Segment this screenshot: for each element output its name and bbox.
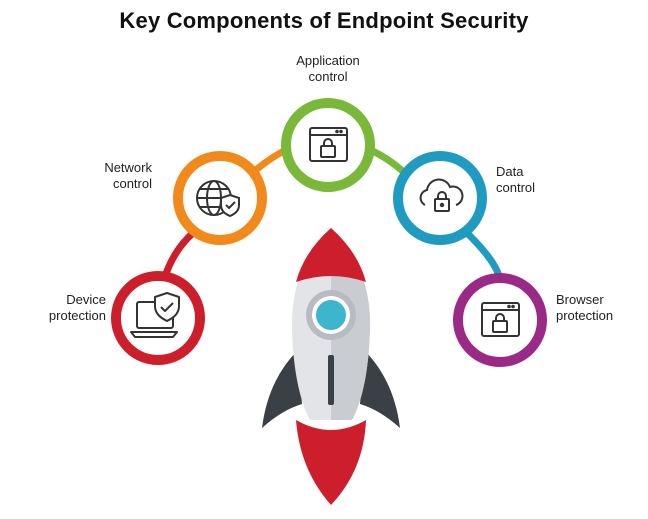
globe-shield-icon — [196, 180, 240, 218]
connector-data-browser — [462, 228, 504, 284]
rocket-icon — [262, 228, 400, 505]
label-data-control: Data control — [496, 164, 536, 195]
label-device-protection: Device protection — [48, 292, 106, 323]
browser-lock-icon — [481, 302, 520, 337]
browser-lock-icon — [309, 127, 348, 162]
page-title: Key Components of Endpoint Security — [119, 8, 529, 33]
laptop-shield-icon — [130, 292, 180, 338]
node-device-protection — [111, 271, 205, 365]
node-application-control — [281, 98, 375, 192]
cloud-lock-icon — [419, 178, 464, 212]
label-application-control: Application control — [296, 53, 360, 84]
label-network-control: Network control — [104, 160, 152, 191]
node-data-control — [393, 151, 487, 245]
label-browser-protection: Browser protection — [556, 292, 614, 323]
node-browser-protection — [453, 273, 547, 367]
node-network-control — [173, 151, 267, 245]
